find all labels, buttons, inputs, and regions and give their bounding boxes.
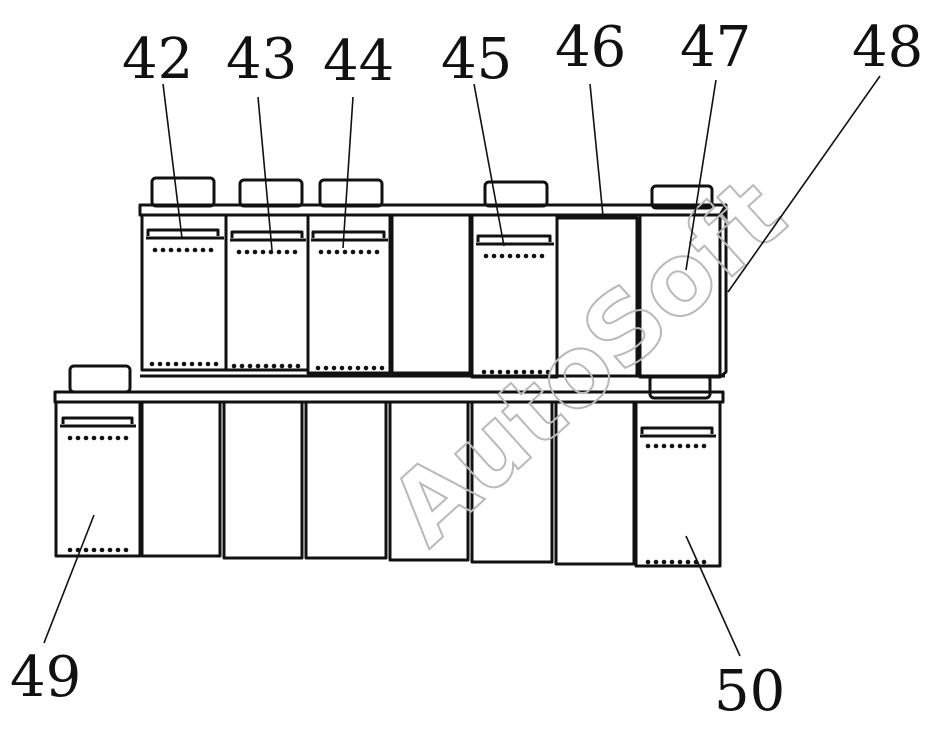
leader-42 bbox=[162, 83, 183, 239]
relay-43 bbox=[224, 178, 310, 372]
callout-49: 49 bbox=[10, 645, 81, 710]
callout-44: 44 bbox=[323, 29, 394, 94]
lower-slot-2 bbox=[222, 400, 304, 560]
relay-44 bbox=[306, 178, 392, 375]
component-drawing bbox=[53, 176, 728, 568]
lower-slot-3 bbox=[304, 400, 388, 560]
leader-45 bbox=[473, 83, 505, 247]
callout-45: 45 bbox=[441, 27, 512, 92]
leader-lines bbox=[43, 75, 881, 657]
lower-slot-5 bbox=[470, 400, 554, 564]
upper-blank-slot bbox=[390, 213, 472, 375]
leader-46 bbox=[589, 83, 604, 217]
lower-pin-dots bbox=[67, 435, 707, 565]
leader-47 bbox=[685, 79, 717, 271]
leader-43 bbox=[257, 96, 273, 251]
callout-42: 42 bbox=[122, 27, 193, 92]
leader-48 bbox=[727, 75, 881, 293]
lower-slot-6 bbox=[554, 400, 636, 566]
relay-42 bbox=[140, 176, 228, 372]
callout-43: 43 bbox=[226, 27, 297, 92]
leader-49 bbox=[43, 514, 95, 644]
callout-46: 46 bbox=[555, 15, 626, 80]
relay-49 bbox=[54, 364, 142, 558]
callout-50: 50 bbox=[714, 659, 785, 724]
relay-50 bbox=[634, 374, 722, 568]
callout-47: 47 bbox=[680, 15, 751, 80]
upper-pin-dots bbox=[149, 247, 551, 375]
lower-slot-4 bbox=[388, 400, 470, 562]
upper-slot-46 bbox=[555, 216, 639, 378]
leader-44 bbox=[342, 96, 354, 249]
callout-labels: 42 43 44 45 46 47 48 49 50 bbox=[10, 15, 923, 724]
callout-48: 48 bbox=[852, 15, 923, 80]
lower-slot-1 bbox=[140, 400, 222, 558]
leader-50 bbox=[685, 535, 741, 657]
